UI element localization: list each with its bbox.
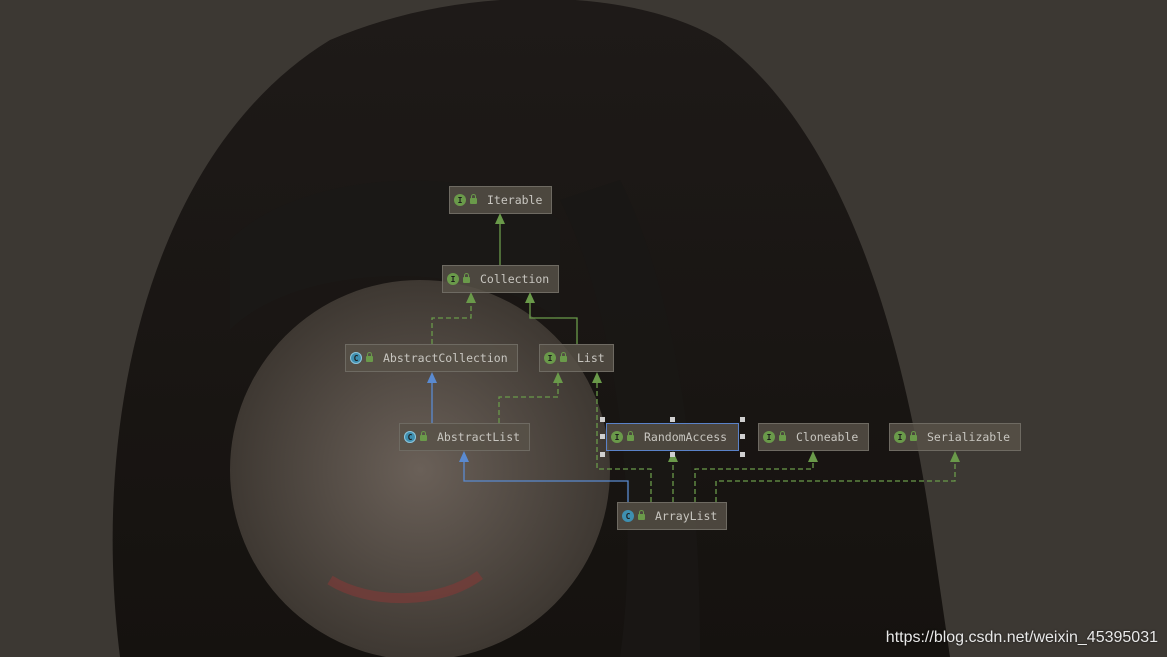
resize-handle[interactable] [740, 417, 745, 422]
interface-icon: I [447, 273, 459, 285]
edge-list-collection [529, 301, 578, 344]
arrowhead-cloneable [808, 451, 818, 462]
resize-handle[interactable] [600, 434, 605, 439]
arrowhead-abstractlist [459, 451, 469, 462]
public-lock-icon [366, 352, 373, 362]
class-icon: C [622, 510, 634, 522]
node-label: RandomAccess [644, 430, 728, 444]
node-cloneable[interactable]: I Cloneable [758, 423, 869, 451]
node-abstract-list[interactable]: C AbstractList [399, 423, 530, 451]
interface-icon: I [611, 431, 623, 443]
arrowhead-collection-right [525, 292, 535, 303]
edge-arraylist-cloneable [694, 460, 814, 502]
public-lock-icon [627, 431, 634, 441]
edge-arraylist-list [596, 381, 652, 502]
resize-handle[interactable] [600, 452, 605, 457]
interface-icon: I [894, 431, 906, 443]
arrowhead-serializable [950, 451, 960, 462]
node-list[interactable]: I List [539, 344, 614, 372]
node-array-list[interactable]: C ArrayList [617, 502, 727, 530]
node-label: AbstractCollection [383, 351, 508, 365]
edge-abstractlist-list [498, 381, 559, 423]
edge-arraylist-serializable [715, 460, 956, 502]
node-random-access[interactable]: I RandomAccess [606, 423, 739, 451]
node-label: Iterable [487, 193, 543, 207]
node-label: List [577, 351, 605, 365]
resize-handle[interactable] [740, 452, 745, 457]
node-iterable[interactable]: I Iterable [449, 186, 552, 214]
node-label: AbstractList [437, 430, 521, 444]
edge-arraylist-abstractlist [463, 460, 629, 502]
arrowhead-collection-left [466, 292, 476, 303]
public-lock-icon [638, 510, 645, 520]
node-serializable[interactable]: I Serializable [889, 423, 1021, 451]
interface-icon: I [544, 352, 556, 364]
arrowhead-iterable [495, 213, 505, 224]
arrowhead-abstractcollection [427, 372, 437, 383]
watermark-url: https://blog.csdn.net/weixin_45395031 [885, 629, 1158, 646]
abstract-class-icon: C [350, 352, 362, 364]
public-lock-icon [779, 431, 786, 441]
public-lock-icon [463, 273, 470, 283]
public-lock-icon [910, 431, 917, 441]
interface-icon: I [454, 194, 466, 206]
node-abstract-collection[interactable]: C AbstractCollection [345, 344, 518, 372]
resize-handle[interactable] [670, 452, 675, 457]
interface-icon: I [763, 431, 775, 443]
resize-handle[interactable] [740, 434, 745, 439]
abstract-class-icon: C [404, 431, 416, 443]
public-lock-icon [560, 352, 567, 362]
resize-handle[interactable] [670, 417, 675, 422]
arrowhead-list-right [592, 372, 602, 383]
arrowhead-list-left [553, 372, 563, 383]
node-label: Cloneable [796, 430, 859, 444]
public-lock-icon [470, 194, 477, 204]
node-label: Serializable [927, 430, 1011, 444]
public-lock-icon [420, 431, 427, 441]
edge-abstractcollection-collection [431, 301, 472, 344]
node-collection[interactable]: I Collection [442, 265, 559, 293]
node-label: ArrayList [655, 509, 718, 523]
node-label: Collection [480, 272, 550, 286]
resize-handle[interactable] [600, 417, 605, 422]
